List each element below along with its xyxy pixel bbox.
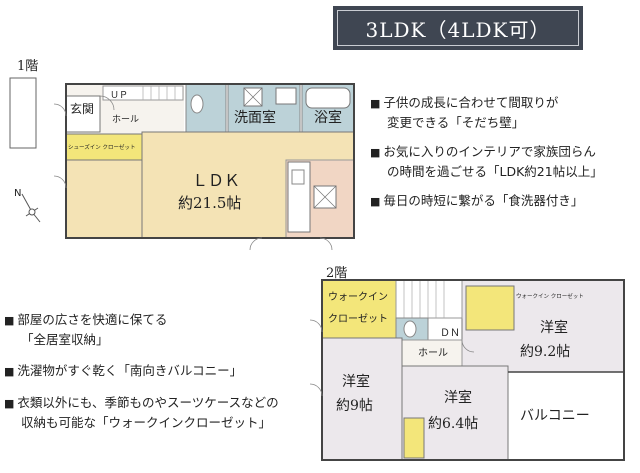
features-top-list: ■子供の成長に合わせて間取りが 変更できる「そだち壁」 ■お気に入りのインテリア… xyxy=(370,93,603,211)
compass-north: N xyxy=(14,188,21,199)
floor1-up-label: ＵＰ xyxy=(110,91,128,101)
floor1-plan: 玄関 ＵＰ ホール 洗面室 浴室 シューズイン クローゼット ＬＤＫ 約21.5… xyxy=(9,77,355,251)
layout-badge: 3LDK（4LDK可） xyxy=(333,6,583,50)
kitchen-sink xyxy=(291,169,305,185)
balcony xyxy=(507,371,625,461)
western-room-b xyxy=(321,337,403,461)
small-closet-label: ウォークイン クローゼット xyxy=(516,292,584,300)
feature-item: ■洗濯物がすぐ乾く「南向きバルコニー」 xyxy=(4,363,243,378)
entrance-room xyxy=(65,95,101,133)
western-room-a-closet xyxy=(465,285,515,331)
bath-label: 浴室 xyxy=(314,109,342,126)
toilet-bowl xyxy=(190,94,204,114)
feature-item: ■部屋の広さを快適に保てる 「全居室収納」 xyxy=(4,312,168,347)
feature-item: ■毎日の時短に繋がる「食洗器付き」 xyxy=(370,193,584,208)
shoe-closet-label: シューズイン クローゼット xyxy=(68,143,135,151)
feature-item: ■衣類以外にも、季節ものやスーツケースなどの 収納も可能な「ウォークインクローゼ… xyxy=(4,395,279,430)
floor2-hall xyxy=(395,339,463,367)
ldk-name-label: ＬＤＫ xyxy=(192,171,240,190)
walk-in-closet xyxy=(321,279,397,339)
floor2-outer-wall xyxy=(321,279,625,461)
wash-basin xyxy=(275,87,297,105)
floor2-toilet-bowl xyxy=(403,320,417,338)
floor2-stairs xyxy=(395,279,463,319)
compass: N xyxy=(14,188,41,223)
floor2-dn-label: ＤＮ xyxy=(440,328,460,339)
wic-label-line1: ウォークイン xyxy=(328,291,388,303)
wic-label-line2: クローゼット xyxy=(328,313,388,325)
floor1-outer-wall xyxy=(65,83,355,239)
western-b-name: 洋室 xyxy=(342,373,370,390)
floor2-plan: ウォークイン クローゼット ウォークイン クローゼット ＤＮ ホール 洋室 約9… xyxy=(309,279,625,461)
balcony-label: バルコニー xyxy=(520,408,590,424)
entrance-label: 玄関 xyxy=(70,101,94,116)
layout-type-text: 3LDK（4LDK可） xyxy=(365,17,551,42)
bathtub xyxy=(305,87,351,109)
floor1-hall-label: ホール xyxy=(112,114,139,125)
floor1-label: 1階 xyxy=(17,59,39,74)
ldk-size-label: 約21.5帖 xyxy=(178,194,241,212)
feature-item: ■お気に入りのインテリアで家族団らん の時間を過ごせる「LDK約21帖以上」 xyxy=(370,144,603,179)
shoe-closet xyxy=(65,133,143,161)
western-c-name: 洋室 xyxy=(444,389,472,406)
features-bottom-list: ■部屋の広さを快適に保てる 「全居室収納」 ■洗濯物がすぐ乾く「南向きバルコニー… xyxy=(4,310,279,432)
porch xyxy=(9,77,37,149)
western-room-c-closet xyxy=(403,417,425,459)
badge-frame xyxy=(337,10,579,46)
floor1-lower-hall xyxy=(65,159,143,239)
western-a-name: 洋室 xyxy=(540,319,568,336)
western-c-size: 約6.4帖 xyxy=(428,416,478,432)
floor2-hall-label: ホール xyxy=(418,347,448,359)
floor2-label: 2階 xyxy=(326,266,348,281)
feature-item: ■子供の成長に合わせて間取りが 変更できる「そだち壁」 xyxy=(370,95,559,130)
western-a-size: 約9.2帖 xyxy=(520,344,570,360)
washroom-label: 洗面室 xyxy=(234,109,276,126)
western-b-size: 約9帖 xyxy=(336,398,373,414)
